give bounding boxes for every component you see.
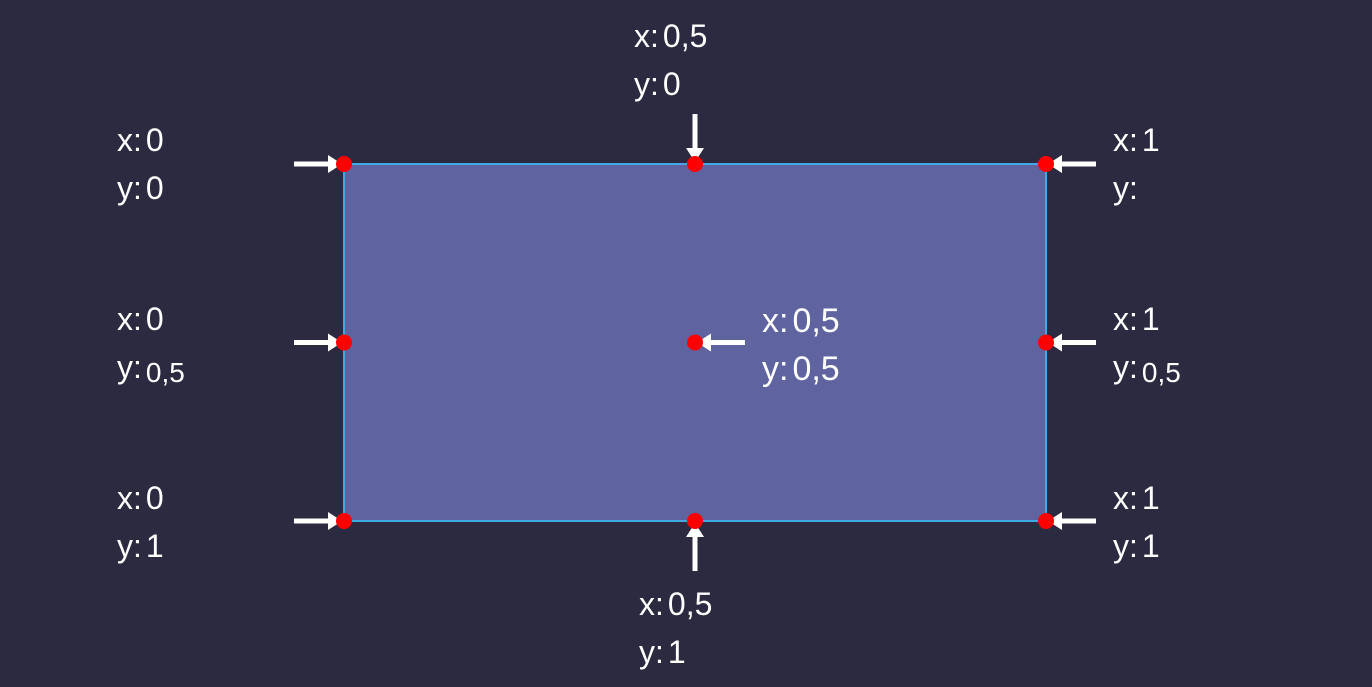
label-center: x:0,5 y:0,5 [762,297,840,393]
y-key: y: [117,349,142,385]
x-key: x: [117,301,142,337]
arrow-head-bottom-left [328,512,342,530]
y-key: y: [1113,349,1138,385]
y-key: y: [117,528,142,564]
x-key: x: [639,586,664,622]
arrow-head-middle-left [328,333,342,352]
x-key: x: [117,122,142,158]
anchor-point-bottom-right [1038,513,1054,529]
y-key: y: [117,170,142,206]
anchor-point-middle-left [336,334,352,351]
y-value: 0,5 [1141,357,1181,388]
points-group [336,156,1054,529]
anchor-point-top-right [1038,156,1054,172]
label-bottom-right: x:1 y:1 [1113,474,1160,570]
label-bottom-center: x:0,5 y:1 [639,580,712,676]
arrow-head-top-center [686,148,704,162]
x-value: 0 [145,122,164,158]
arrow-head-top-right [1048,155,1062,173]
x-key: x: [634,18,659,54]
y-key: y: [762,350,789,388]
label-top-left: x:0 y:0 [117,116,164,212]
label-top-right: x:1 y: [1113,116,1160,212]
y-key: y: [1113,528,1138,564]
arrow-head-bottom-right [1048,512,1062,530]
x-value: 0,5 [792,302,840,340]
label-middle-right: x:1 y:0,5 [1113,295,1181,391]
label-bottom-left: x:0 y:1 [117,474,164,570]
x-value: 1 [1141,122,1160,158]
y-key: y: [634,66,659,102]
arrows-group [294,114,1096,571]
anchor-point-middle-right [1038,334,1054,351]
label-middle-left: x:0 y:0,5 [117,295,185,391]
arrow-head-center [697,333,711,352]
anchor-point-top-center [687,156,703,172]
x-key: x: [117,480,142,516]
x-key: x: [1113,480,1138,516]
anchor-point-bottom-center [687,513,703,529]
label-top-center: x:0,5 y:0 [634,12,707,108]
y-value: 1 [1141,528,1160,564]
x-value: 0 [145,301,164,337]
x-key: x: [1113,301,1138,337]
x-value: 0,5 [667,586,713,622]
y-value: 1 [145,528,164,564]
x-key: x: [762,302,789,340]
y-key: y: [1113,170,1138,206]
y-value: 0,5 [792,350,840,388]
anchor-point-center [687,334,703,351]
y-value: 0 [145,170,164,206]
y-value: 1 [667,634,686,670]
x-value: 1 [1141,301,1160,337]
anchor-point-top-left [336,156,352,172]
arrow-head-middle-right [1048,333,1062,352]
x-value: 0,5 [662,18,708,54]
x-value: 0 [145,480,164,516]
y-key: y: [639,634,664,670]
anchor-point-bottom-left [336,513,352,529]
arrow-head-bottom-center [686,523,704,537]
x-value: 1 [1141,480,1160,516]
y-value: 0,5 [145,357,185,388]
x-key: x: [1113,122,1138,158]
arrow-head-top-left [328,155,342,173]
y-value: 0 [662,66,681,102]
